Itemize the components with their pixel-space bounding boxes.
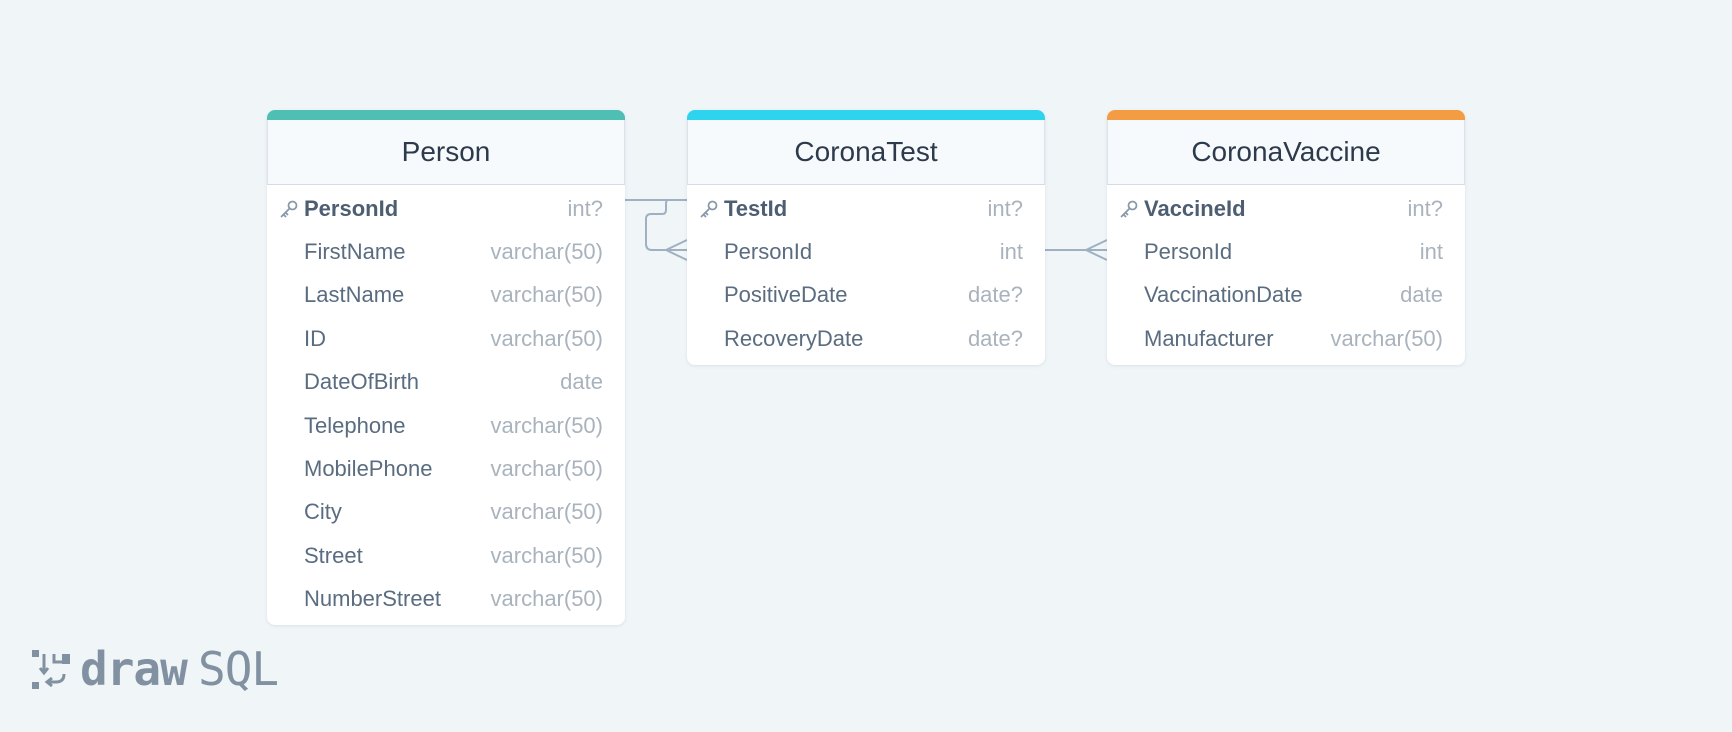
column-type: varchar(50) [490,586,603,612]
column-type: varchar(50) [1330,325,1443,351]
column-row[interactable]: PersonId int [1107,230,1465,273]
column-type: varchar(50) [490,282,603,308]
table-accent-bar [1107,110,1465,120]
column-row[interactable]: MobilePhone varchar(50) [267,447,625,490]
logo-text-draw: draw [80,642,188,696]
column-row[interactable]: Manufacturer varchar(50) [1107,317,1465,360]
column-name: ID [304,325,326,351]
table-title[interactable]: CoronaTest [687,120,1045,185]
column-row[interactable]: DateOfBirth date [267,361,625,404]
column-type: varchar(50) [490,499,603,525]
table-accent-bar [267,110,625,120]
column-name: VaccinationDate [1144,282,1303,308]
column-name: RecoveryDate [724,325,864,351]
column-name: PersonId [1144,239,1233,265]
column-name: NumberStreet [304,586,441,612]
relation-person-coronatest[interactable] [625,199,688,251]
column-name: City [304,499,342,525]
logo-text-sql: SQL [198,642,279,696]
column-type: int [1419,239,1443,265]
column-row[interactable]: City varchar(50) [267,491,625,534]
column-name: MobilePhone [304,456,433,482]
crowsfoot-coronatest [665,239,688,261]
column-row[interactable]: PositiveDate date? [687,274,1045,317]
column-type: date? [967,282,1023,308]
column-row[interactable]: PersonId int [687,230,1045,273]
column-row[interactable]: RecoveryDate date? [687,317,1045,360]
column-type: date [1400,282,1443,308]
column-row[interactable]: VaccinationDate date [1107,274,1465,317]
column-name: DateOfBirth [304,369,419,395]
column-row[interactable]: LastName varchar(50) [267,274,625,317]
column-type: int? [1407,195,1443,221]
column-name: PersonId [304,195,399,221]
column-type: varchar(50) [490,456,603,482]
column-type: varchar(50) [490,239,603,265]
column-type: int [999,239,1023,265]
column-row[interactable]: TestId int? [687,187,1045,230]
key-icon [1119,199,1139,219]
table-title[interactable]: CoronaVaccine [1107,120,1465,185]
table-accent-bar [687,110,1045,120]
column-name: FirstName [304,239,406,265]
column-name: PersonId [724,239,813,265]
column-row[interactable]: VaccineId int? [1107,187,1465,230]
column-row[interactable]: Street varchar(50) [267,534,625,577]
column-type: int? [987,195,1023,221]
column-type: varchar(50) [490,412,603,438]
column-name: Telephone [304,412,406,438]
column-type: varchar(50) [490,542,603,568]
column-row[interactable]: Telephone varchar(50) [267,404,625,447]
column-type: date [560,369,603,395]
column-row[interactable]: ID varchar(50) [267,317,625,360]
column-row[interactable]: PersonId int? [267,187,625,230]
column-name: VaccineId [1144,195,1246,221]
crowsfoot-coronavaccine [1085,239,1108,261]
column-row[interactable]: NumberStreet varchar(50) [267,578,625,621]
column-row[interactable]: FirstName varchar(50) [267,230,625,273]
key-icon [699,199,719,219]
column-name: PositiveDate [724,282,848,308]
column-type: int? [567,195,603,221]
column-type: date? [967,325,1023,351]
key-icon [279,199,299,219]
table-title[interactable]: Person [267,120,625,185]
column-type: varchar(50) [490,325,603,351]
column-name: Street [304,542,363,568]
column-name: LastName [304,282,405,308]
column-name: TestId [724,195,788,221]
column-name: Manufacturer [1144,325,1274,351]
drawsql-logo-icon [32,650,70,689]
